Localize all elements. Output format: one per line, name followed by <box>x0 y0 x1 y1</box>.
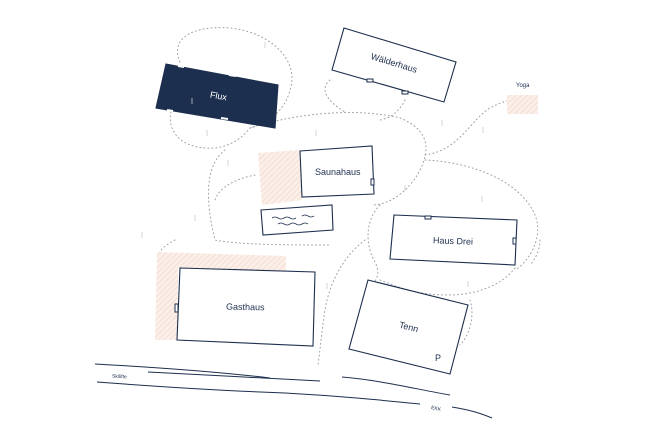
haus-drei-label: Haus Drei <box>432 235 474 247</box>
building-flux[interactable] <box>155 63 279 129</box>
gasthaus-terrace <box>155 252 286 340</box>
parking-label: P <box>435 353 442 363</box>
building-waelderhaus[interactable] <box>331 27 457 103</box>
building-tenn[interactable] <box>348 279 469 375</box>
building-entrances <box>166 65 237 120</box>
tree-icons <box>141 42 484 289</box>
pool-waves-icon <box>271 214 315 226</box>
building-saunahaus[interactable] <box>299 145 375 198</box>
building-gasthaus[interactable] <box>176 267 316 347</box>
building-haus-drei[interactable] <box>389 214 518 266</box>
road-label-skilifte: Skilifte <box>111 373 127 381</box>
terraces <box>155 95 538 340</box>
sauna-annex <box>260 204 334 236</box>
yoga-area <box>507 95 538 114</box>
sauna-terrace <box>258 150 302 205</box>
yoga-label: Yoga <box>516 83 530 89</box>
footpaths <box>157 27 541 366</box>
entrance-markers <box>174 78 517 313</box>
saunahaus-label: Saunahaus <box>315 167 361 177</box>
roads <box>94 363 493 419</box>
gasthaus-label: Gasthaus <box>225 301 265 313</box>
buildings <box>155 27 518 375</box>
